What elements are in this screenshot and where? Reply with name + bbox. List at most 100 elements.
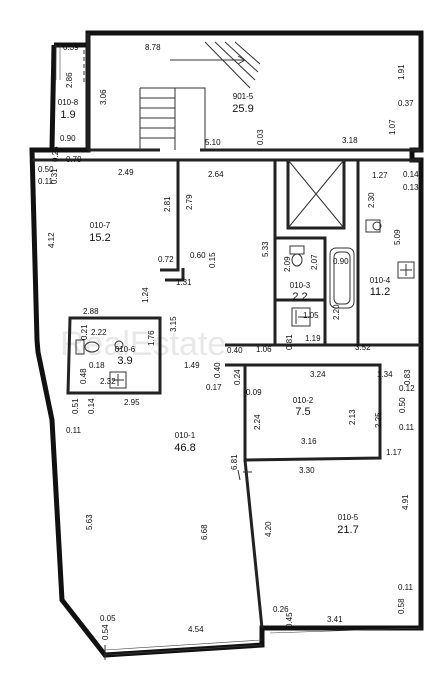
svg-text:7.5: 7.5 bbox=[295, 406, 310, 418]
dimension-label: 2.30 bbox=[367, 192, 376, 208]
dimension-label: 0.09 bbox=[246, 388, 262, 397]
dimension-label: 3.16 bbox=[301, 437, 317, 446]
dimension-label: 0.14 bbox=[403, 170, 419, 179]
dimension-label: 0.21 bbox=[80, 324, 89, 340]
dimension-label: 2.24 bbox=[253, 414, 262, 430]
dimension-label: 0.28 bbox=[51, 146, 60, 162]
watermark: RealEstate bbox=[60, 325, 226, 363]
room-010-1: 010-1 46.8 bbox=[174, 431, 195, 454]
dimension-label: 1.06 bbox=[256, 345, 272, 354]
svg-text:010-4: 010-4 bbox=[370, 276, 391, 285]
dimension-label: 0.17 bbox=[206, 383, 222, 392]
dimension-label: 0.14 bbox=[87, 398, 96, 414]
dimension-label: 3.41 bbox=[327, 615, 343, 624]
svg-text:15.2: 15.2 bbox=[89, 232, 110, 244]
svg-text:901-5: 901-5 bbox=[233, 92, 254, 101]
dimension-label: 3.24 bbox=[310, 370, 326, 379]
dimension-label: 2.25 bbox=[374, 412, 383, 428]
dimension-label: 0.51 bbox=[71, 398, 80, 414]
wall-010-3 bbox=[275, 236, 327, 345]
dimension-label: 0.79 bbox=[66, 155, 82, 164]
dimension-label: 0.40 bbox=[213, 362, 222, 378]
svg-text:010-3: 010-3 bbox=[290, 281, 311, 290]
dimension-label: 8.78 bbox=[145, 43, 161, 52]
dimension-label: 0.03 bbox=[256, 129, 265, 145]
dimension-label: 5.63 bbox=[85, 514, 94, 530]
dimension-label: 3.06 bbox=[99, 89, 108, 105]
dimension-label: 2.32 bbox=[100, 377, 116, 386]
dimension-label: 0.13 bbox=[403, 183, 419, 192]
dimension-label: 2.49 bbox=[118, 168, 134, 177]
dimension-label: 2.22 bbox=[91, 328, 107, 337]
dimension-label: 1.19 bbox=[305, 334, 321, 343]
wall-marker bbox=[237, 469, 252, 481]
stove-icon bbox=[397, 261, 415, 279]
svg-text:010-5: 010-5 bbox=[338, 513, 359, 522]
dimension-label: 0.45 bbox=[285, 612, 294, 628]
dimension-label: 6.81 bbox=[230, 454, 239, 470]
dimension-label: 3.52 bbox=[355, 343, 371, 352]
wall-010-7 bbox=[32, 158, 185, 282]
dimension-label: 1.24 bbox=[141, 287, 150, 303]
dimension-label: 0.11 bbox=[398, 583, 414, 592]
wall-010-2 bbox=[225, 363, 382, 462]
dimension-label: 3.18 bbox=[342, 136, 358, 145]
svg-text:46.8: 46.8 bbox=[174, 442, 195, 454]
dimension-label: 0.90 bbox=[60, 134, 76, 143]
dimension-label: 5.33 bbox=[261, 241, 270, 257]
stairs bbox=[139, 41, 261, 150]
svg-text:25.9: 25.9 bbox=[232, 103, 253, 115]
dimension-label: 2.64 bbox=[208, 170, 224, 179]
svg-text:11.2: 11.2 bbox=[370, 286, 391, 298]
dimension-label: 2.07 bbox=[310, 254, 319, 270]
dimension-label: 2.79 bbox=[185, 194, 194, 210]
svg-text:010-8: 010-8 bbox=[58, 98, 79, 107]
dimension-label: 0.15 bbox=[208, 252, 217, 268]
dimension-label: 2.20 bbox=[332, 304, 341, 320]
room-010-5: 010-5 21.7 bbox=[337, 513, 358, 536]
dimension-label: 5.10 bbox=[205, 138, 221, 147]
dimension-label: 0.31 bbox=[50, 168, 59, 184]
dimension-label: 2.86 bbox=[65, 72, 74, 88]
window-hatch bbox=[104, 627, 422, 656]
dimension-label: 0.90 bbox=[333, 257, 349, 266]
dimension-label: 2.88 bbox=[83, 307, 99, 316]
dimension-label: 6.68 bbox=[200, 524, 209, 540]
wall-901 bbox=[86, 33, 421, 152]
dimension-label: 2.09 bbox=[283, 256, 292, 272]
dimension-label: 0.48 bbox=[79, 368, 88, 384]
dimension-label: 0.24 bbox=[233, 369, 242, 385]
room-010-4: 010-4 11.2 bbox=[370, 276, 391, 298]
dimension-label: 0.81 bbox=[285, 334, 294, 350]
wall-010-6 bbox=[66, 316, 162, 395]
room-901-5: 901-5 25.9 bbox=[232, 92, 253, 115]
dimension-label: 3.15 bbox=[169, 316, 178, 332]
shower-icon bbox=[109, 371, 127, 389]
dimension-label: 4.12 bbox=[47, 232, 56, 248]
dimension-label: 1.17 bbox=[386, 448, 402, 457]
toilet-icon bbox=[75, 339, 100, 355]
elevator-shaft bbox=[286, 158, 346, 230]
dimension-label: 1.91 bbox=[397, 64, 406, 80]
dimension-label: 1.76 bbox=[147, 330, 156, 346]
sink-icon bbox=[365, 219, 382, 233]
dimension-label: 4.20 bbox=[264, 521, 273, 537]
wall-010-1-010-5 bbox=[243, 459, 264, 629]
svg-text:010-6: 010-6 bbox=[115, 345, 136, 354]
dimension-label: 5.09 bbox=[393, 229, 402, 245]
room-010-7: 010-7 15.2 bbox=[89, 221, 110, 244]
svg-text:010-7: 010-7 bbox=[90, 221, 111, 230]
dimension-label: 0.37 bbox=[398, 99, 414, 108]
dimension-label: 0.60 bbox=[190, 251, 206, 260]
dimension-label: 0.12 bbox=[399, 384, 415, 393]
dimension-label: 1.27 bbox=[372, 171, 388, 180]
dimension-label: 0.54 bbox=[101, 624, 110, 640]
dimension-label: 0.72 bbox=[158, 255, 174, 264]
room-010-3: 010-3 2.2 bbox=[290, 281, 311, 303]
dimension-label: 1.34 bbox=[377, 370, 393, 379]
svg-text:1.9: 1.9 bbox=[60, 109, 75, 121]
dimension-label: 0.50 bbox=[398, 397, 407, 413]
dimension-label: 0.58 bbox=[397, 598, 406, 614]
dimension-label: 3.30 bbox=[299, 466, 315, 475]
dimension-label: 0.11 bbox=[38, 177, 54, 186]
